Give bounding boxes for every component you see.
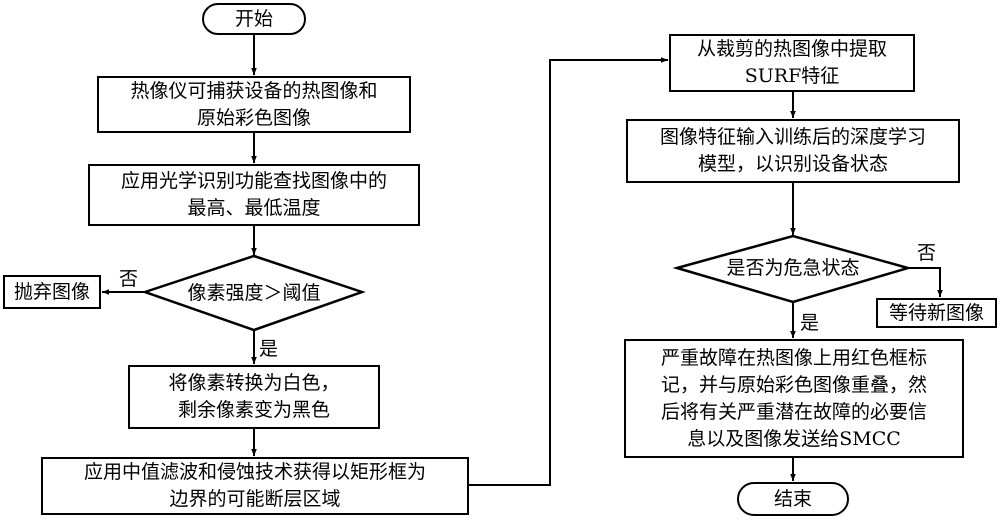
end-label: 结束 [773,487,812,510]
decision-threshold-diamond [141,254,366,332]
ocr-step: 应用光学识别功能查找图像中的 最高、最低温度 [88,164,420,226]
surf-line-2: SURF特征 [744,65,840,87]
surf-step: 从裁剪的热图像中提取 SURF特征 [669,34,915,92]
fault-step: 严重故障在热图像上用红色框标 记，并与原始彩色图像重叠，然 后将有关严重潜在故障… [624,339,964,458]
model-line-2: 模型，以识别设备状态 [697,153,888,175]
start-terminal: 开始 [202,3,306,35]
threshold-yes-label: 是 [259,338,279,360]
arrow-decision-no-to-wait [908,267,943,297]
start-label: 开始 [234,7,273,30]
surf-line-1: 从裁剪的热图像中提取 [696,38,887,60]
convert-line-2: 剩余像素变为黑色 [177,399,330,421]
decision-emergency-diamond [672,234,913,304]
ocr-line-2: 最高、最低温度 [187,197,321,219]
emergency-yes-label: 是 [800,312,820,334]
decision-threshold-text: 像素强度＞阈值 [187,282,321,304]
filter-line-1: 应用中值滤波和侵蚀技术获得以矩形框为 [83,461,426,483]
capture-line-2: 原始彩色图像 [196,106,311,129]
convert-step: 将像素转换为白色， 剩余像素变为黑色 [128,365,380,429]
model-step: 图像特征输入训练后的深度学习 模型，以识别设备状态 [626,119,960,183]
wait-label: 等待新图像 [888,301,984,324]
model-line-1: 图像特征输入训练后的深度学习 [659,126,926,148]
capture-line-1: 热像仪可捕获设备的热图像和 [130,79,378,102]
discard-label: 抛弃图像 [13,280,90,303]
discard-step: 抛弃图像 [3,275,101,309]
emergency-no-label: 否 [917,242,937,264]
wait-step: 等待新图像 [876,298,997,328]
arrow-filter-to-surf [468,57,668,486]
filter-step: 应用中值滤波和侵蚀技术获得以矩形框为 边界的可能断层区域 [41,457,469,515]
fault-line-3: 后将有关严重潜在故障的必要信 [660,400,927,423]
ocr-line-1: 应用光学识别功能查找图像中的 [120,170,387,192]
threshold-no-label: 否 [119,268,139,290]
fault-line-4: 息以及图像发送给SMCC [687,427,901,450]
end-terminal: 结束 [737,482,849,516]
capture-step: 热像仪可捕获设备的热图像和 原始彩色图像 [97,76,411,133]
convert-line-1: 将像素转换为白色， [168,372,340,394]
filter-line-2: 边界的可能断层区域 [169,488,341,510]
decision-emergency-text: 是否为危急状态 [726,257,860,279]
fault-line-2: 记，并与原始彩色图像重叠，然 [660,373,927,396]
fault-line-1: 严重故障在热图像上用红色框标 [660,346,927,369]
